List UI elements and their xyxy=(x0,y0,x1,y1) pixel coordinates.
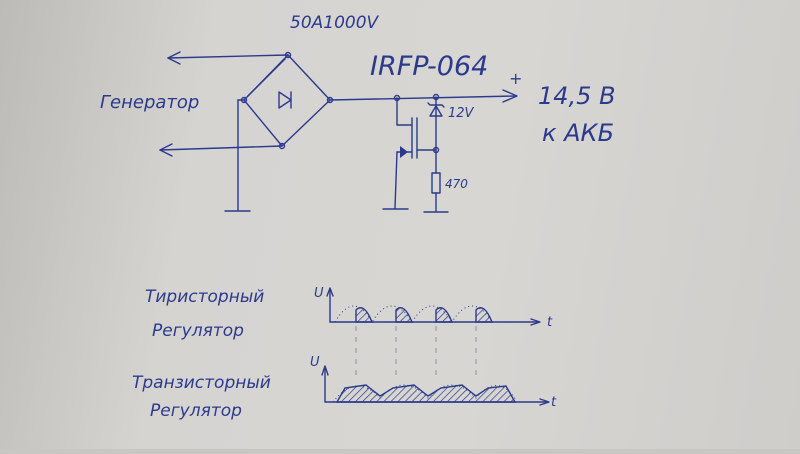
to-battery-label: к АКБ xyxy=(542,119,614,147)
transistor-t-label: t xyxy=(551,395,557,410)
resistor xyxy=(423,149,449,213)
bridge-rating-label: 50A1000V xyxy=(290,13,380,33)
thyristor-graph xyxy=(326,287,541,326)
thyristor-t-label: t xyxy=(547,315,553,330)
arrow-left-icon xyxy=(167,51,181,65)
generator-wires xyxy=(159,51,289,212)
transistor-u-label: U xyxy=(310,355,320,370)
output-voltage-label: 14,5 В xyxy=(538,82,616,110)
transistor-title-2: Регулятор xyxy=(150,401,242,421)
zener-label: 12V xyxy=(448,106,475,121)
zener-icon xyxy=(429,105,443,117)
arrow-right-icon xyxy=(502,89,518,103)
diode-bridge xyxy=(240,51,334,150)
zener-diode xyxy=(427,96,445,151)
thyristor-title-2: Регулятор xyxy=(152,321,244,341)
transistor-title-1: Транзисторный xyxy=(132,373,271,393)
transistor-label: IRFP-064 xyxy=(370,51,488,82)
thyristor-u-label: U xyxy=(314,286,324,301)
transistor-graph xyxy=(321,365,550,406)
mosfet-symbol xyxy=(382,97,440,210)
generator-label: Генератор xyxy=(100,92,199,113)
arrow-left-icon-2 xyxy=(159,143,173,157)
plus-sign: + xyxy=(509,69,522,88)
thyristor-title-1: Тиристорный xyxy=(145,287,264,307)
output-line xyxy=(329,89,518,103)
alignment-guides xyxy=(355,326,477,380)
bridge-diode-icon xyxy=(278,91,292,109)
resistor-label: 470 xyxy=(445,177,468,191)
